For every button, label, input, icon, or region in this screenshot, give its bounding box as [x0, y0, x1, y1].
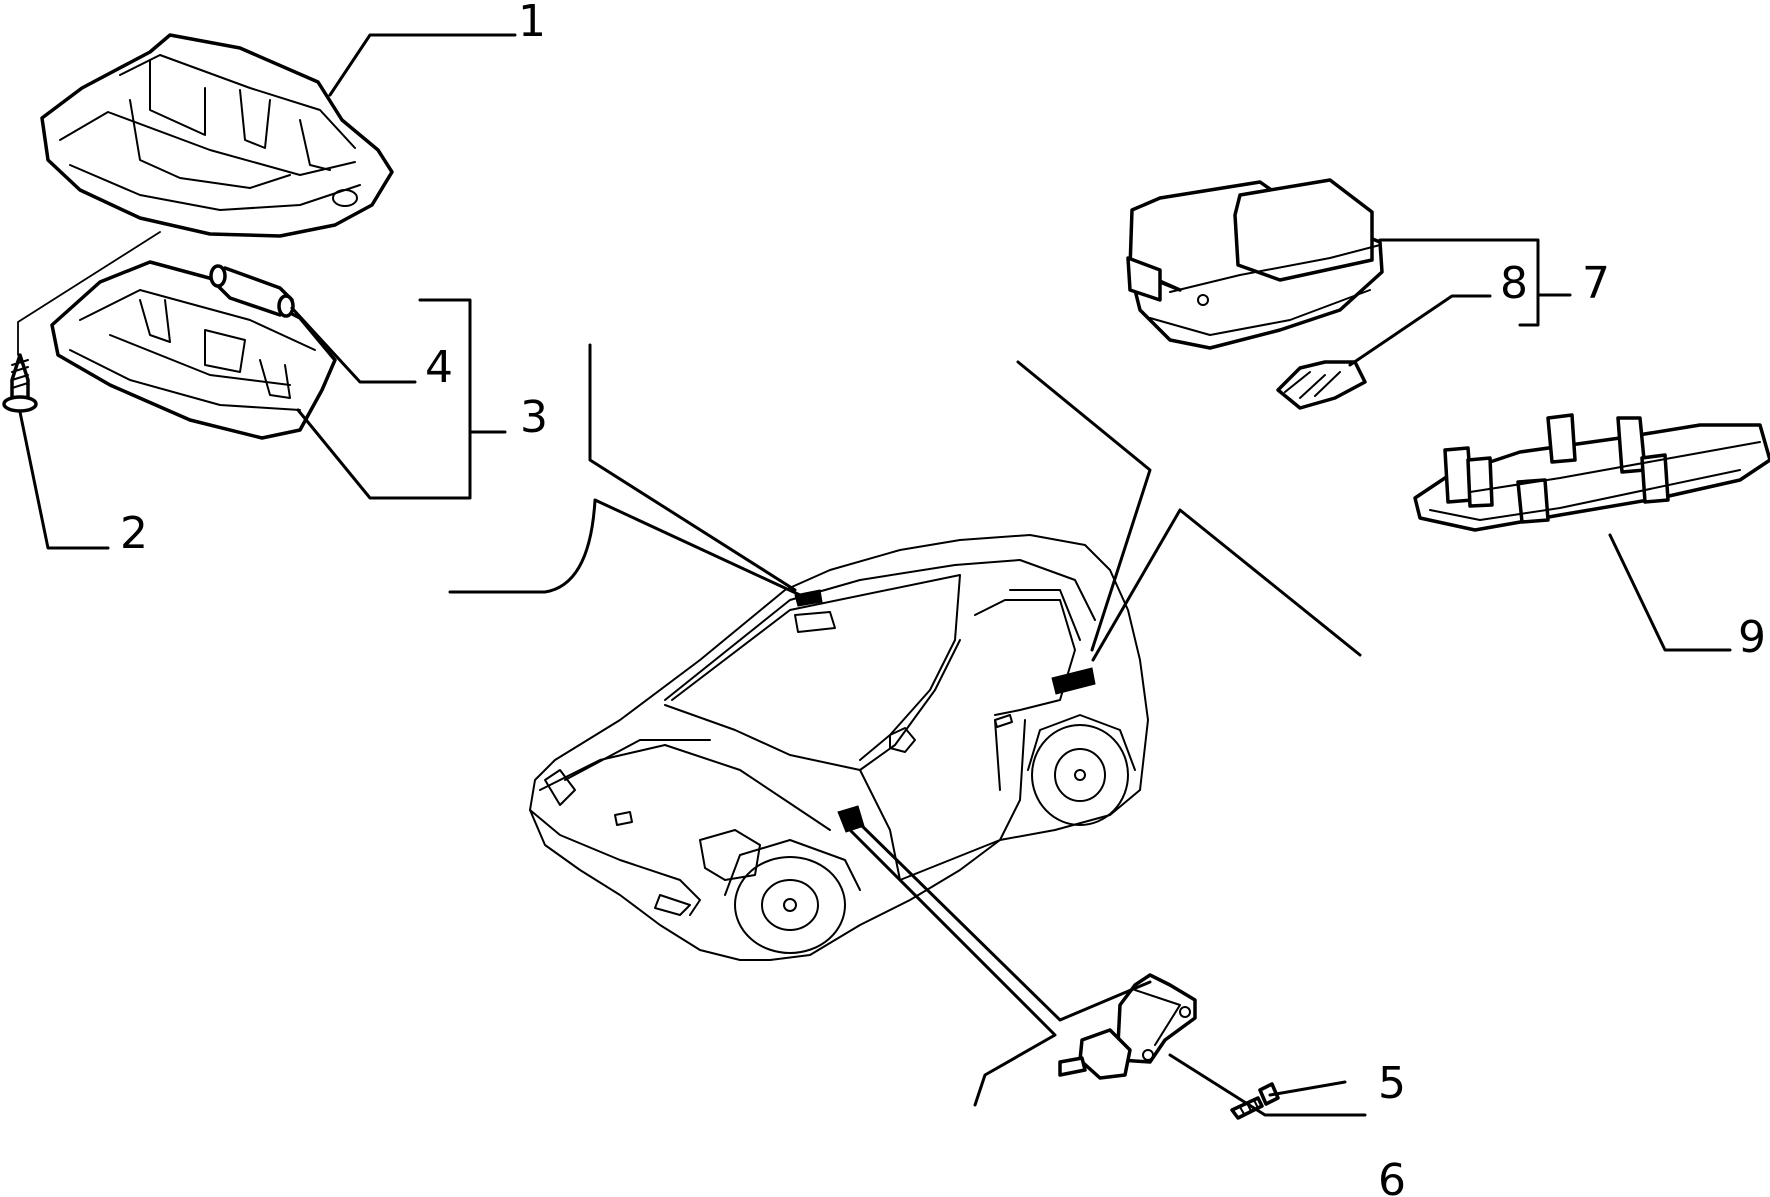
part-3-lens-assembly[interactable]: [50, 260, 337, 440]
callout-1: 1: [518, 0, 546, 47]
callout-8: 8: [1500, 258, 1528, 309]
callout-5: 5: [1378, 1058, 1406, 1109]
part-4-festoon-bulb[interactable]: [209, 264, 295, 318]
part-7-rear-lamp[interactable]: [1126, 178, 1384, 350]
callout-9: 9: [1738, 612, 1766, 663]
leader-lines: [448, 343, 1362, 1107]
callout-7: 7: [1582, 258, 1610, 309]
part-1-lamp-housing[interactable]: [40, 33, 394, 238]
part-9-rear-lens[interactable]: [1413, 413, 1770, 532]
part-2-screw[interactable]: [2, 353, 38, 413]
callout-2: 2: [120, 508, 148, 559]
part-8-wedge-bulb[interactable]: [1276, 360, 1367, 410]
callout-4: 4: [425, 342, 453, 393]
callout-3: 3: [520, 392, 548, 443]
callout-6: 6: [1378, 1155, 1406, 1197]
alignment-line: [17, 231, 161, 356]
part-5-screw[interactable]: [1230, 1082, 1280, 1120]
callout-leaders: [18, 33, 1732, 1117]
car-illustration: [529, 534, 1149, 961]
